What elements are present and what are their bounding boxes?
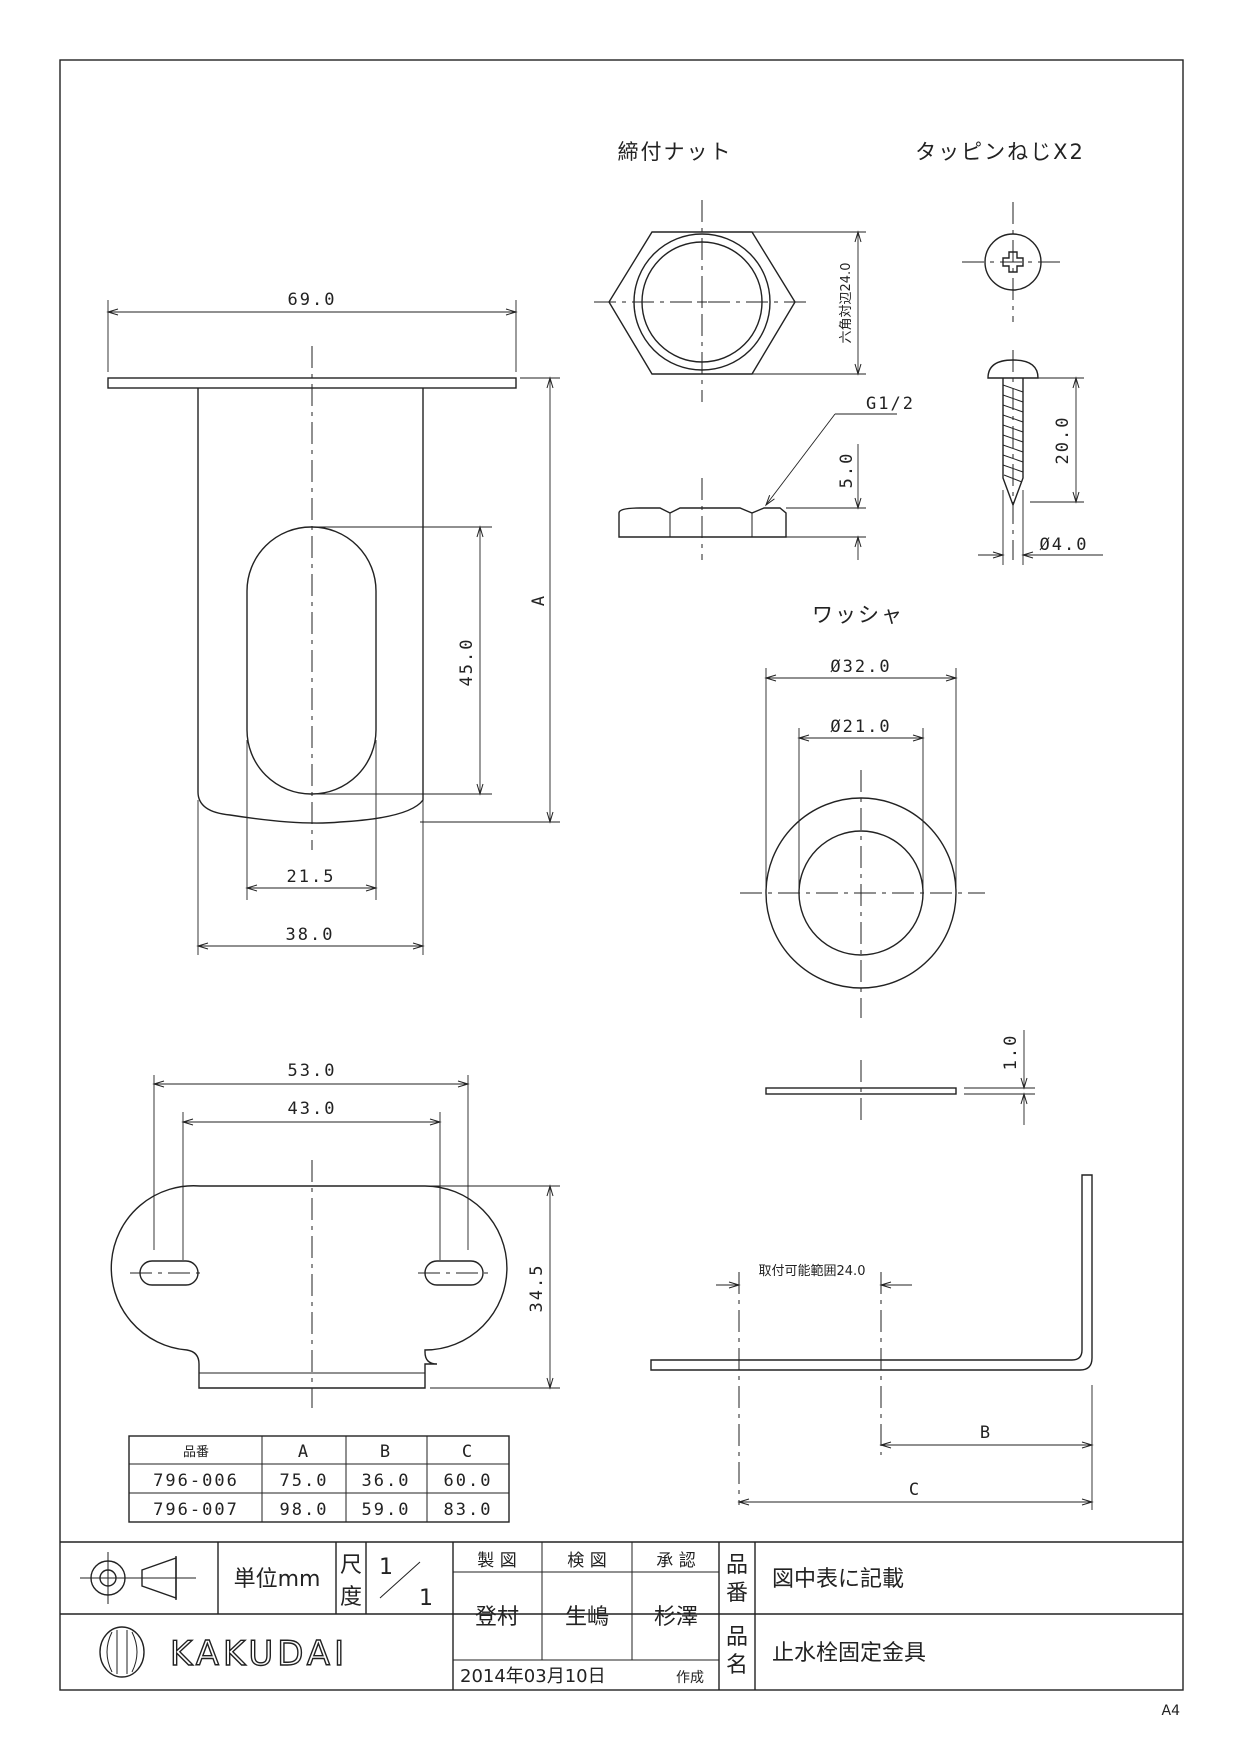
part-name-label-bottom: 名: [726, 1653, 748, 1678]
sheet-size: A4: [1162, 1703, 1181, 1719]
bracket-front-view: [106, 300, 560, 955]
table-cell: 60.0: [444, 1471, 493, 1491]
washer-title: ワッシャ: [812, 603, 904, 627]
table-cell: 98.0: [280, 1500, 329, 1520]
dim-C-label: C: [909, 1480, 921, 1500]
dim-hex-across: 六角対辺24.0: [839, 263, 854, 344]
table-cell: 75.0: [280, 1471, 329, 1491]
brand-logo: KAKUDAI: [170, 1634, 348, 1674]
dim-nut-height: 5.0: [837, 452, 857, 489]
table-cell: 83.0: [444, 1500, 493, 1520]
dim-body-width: 38.0: [286, 925, 335, 945]
dim-base-height: 34.5: [527, 1264, 547, 1313]
kakudai-logo-icon: [99, 1626, 145, 1678]
nut-views: [594, 200, 897, 560]
dim-g-thread: G1/2: [866, 394, 915, 414]
dim-plate-width: 69.0: [288, 290, 337, 310]
dim-slot-width: 21.5: [287, 867, 336, 887]
table-cell: 59.0: [362, 1500, 411, 1520]
dim-base-pitch: 43.0: [288, 1099, 337, 1119]
scale-denominator: 1: [419, 1586, 433, 1611]
projection-symbol-icon: [80, 1552, 196, 1604]
checked-by: 生嶋: [565, 1605, 609, 1630]
approved-by: 杉澤: [654, 1605, 698, 1630]
title-block: [60, 1541, 1183, 1690]
creation-date: 2014年03月10日: [460, 1666, 606, 1687]
dim-screw-length: 20.0: [1053, 416, 1073, 465]
screw-views: [962, 202, 1103, 565]
dim-slot-height: 45.0: [457, 638, 477, 687]
scale-label-top: 尺: [340, 1553, 362, 1578]
scale-numerator: 1: [379, 1555, 393, 1580]
part-name-label-top: 品: [726, 1625, 748, 1650]
unit-label: 単位mm: [234, 1567, 321, 1592]
part-no-label-bottom: 番: [726, 1581, 748, 1606]
scale-label-bottom: 度: [340, 1585, 362, 1610]
dim-base-width: 53.0: [288, 1061, 337, 1081]
checked-header: 検 図: [567, 1551, 606, 1571]
table-header-A: A: [298, 1442, 310, 1462]
part-number: 図中表に記載: [772, 1567, 904, 1592]
dimension-table: [128, 1435, 510, 1523]
dim-washer-od: Ø32.0: [830, 657, 891, 677]
dim-B-label: B: [980, 1423, 992, 1443]
screw-title: タッピンねじX2: [915, 140, 1085, 164]
bracket-base-view: [110, 1075, 560, 1408]
part-no-label-top: 品: [726, 1553, 748, 1578]
drawing-frame: [59, 59, 1184, 1691]
dim-A-label: A: [529, 594, 549, 606]
table-cell: 36.0: [362, 1471, 411, 1491]
drawn-by: 登村: [475, 1605, 519, 1630]
dim-mount-range: 取付可能範囲24.0: [759, 1264, 866, 1279]
table-header-B: B: [380, 1442, 392, 1462]
washer-views: [740, 668, 1035, 1125]
dim-washer-id: Ø21.0: [830, 717, 891, 737]
part-name: 止水栓固定金具: [772, 1641, 926, 1666]
table-cell: 796-006: [153, 1471, 239, 1491]
table-header-C: C: [462, 1442, 474, 1462]
approved-header: 承 認: [656, 1551, 695, 1571]
bracket-side-view: [650, 1174, 1094, 1510]
drawn-header: 製 図: [477, 1551, 516, 1571]
nut-title: 締付ナット: [618, 140, 733, 164]
table-cell: 796-007: [153, 1500, 239, 1520]
table-header-part: 品番: [183, 1445, 209, 1460]
dim-washer-thickness: 1.0: [1001, 1034, 1021, 1071]
created-label: 作成: [676, 1670, 704, 1686]
dim-screw-diameter: Ø4.0: [1040, 535, 1089, 555]
